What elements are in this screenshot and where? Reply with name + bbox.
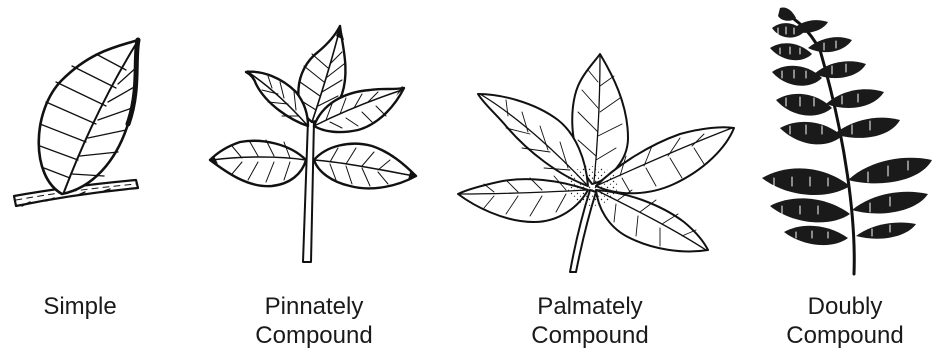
doubly-compound-leaf-illustration — [762, 7, 932, 274]
caption-palmately-line-2: Compound — [531, 321, 648, 350]
leaf-illustrations — [0, 0, 932, 280]
simple-leaf-illustration — [14, 40, 138, 206]
caption-palmately-line-1: Palmately — [531, 292, 648, 321]
caption-simple-line-1: Simple — [43, 292, 116, 321]
pinnately-compound-leaf-illustration — [210, 26, 416, 262]
caption-pinnately-compound: Pinnately Compound — [255, 292, 372, 350]
caption-pinnately-line-1: Pinnately — [255, 292, 372, 321]
palmately-compound-leaf-illustration — [458, 54, 734, 272]
caption-simple: Simple — [43, 292, 116, 321]
pinnae — [762, 7, 932, 245]
caption-doubly-compound: Doubly Compound — [786, 292, 903, 350]
caption-doubly-line-1: Doubly — [786, 292, 903, 321]
caption-pinnately-line-2: Compound — [255, 321, 372, 350]
caption-palmately-compound: Palmately Compound — [531, 292, 648, 350]
caption-doubly-line-2: Compound — [786, 321, 903, 350]
